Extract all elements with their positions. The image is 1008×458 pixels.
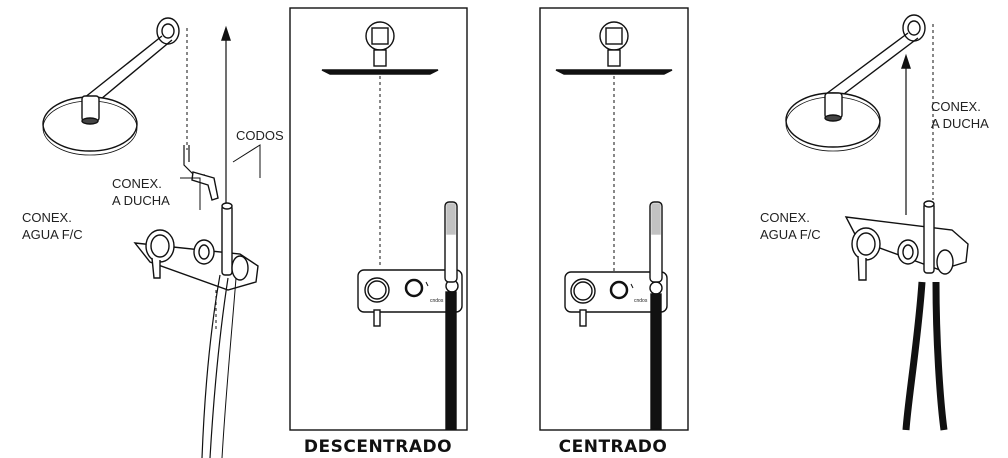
descentrado-brand: cndos bbox=[430, 298, 444, 304]
descentrado-hose bbox=[445, 291, 457, 430]
centrado-rain-head bbox=[555, 69, 673, 75]
left-wall-flange bbox=[156, 17, 180, 45]
right-shower-arm bbox=[825, 32, 919, 101]
right-label-conex-agua-line1: CONEX. bbox=[760, 210, 810, 225]
right-wall-flange bbox=[902, 14, 926, 42]
caption-centrado: CENTRADO bbox=[559, 437, 668, 457]
label-conex-ducha-line1: CONEX. bbox=[112, 176, 162, 191]
right-label-conex-ducha-line1: CONEX. bbox=[931, 99, 981, 114]
label-conex-agua-line1: CONEX. bbox=[22, 210, 72, 225]
centrado-hand-shower bbox=[649, 201, 663, 283]
panel-centrado bbox=[539, 7, 689, 431]
right-label-conex-agua-line2: AGUA F/C bbox=[760, 227, 821, 242]
left-outlet-elbow bbox=[231, 255, 249, 281]
descentrado-rain-head bbox=[321, 69, 439, 75]
right-lever bbox=[857, 255, 867, 281]
centrado-lever bbox=[579, 309, 587, 327]
centrado-outlet bbox=[649, 281, 663, 295]
left-head-connector bbox=[81, 95, 100, 122]
left-shower-arm bbox=[83, 35, 173, 105]
left-lever bbox=[151, 257, 161, 279]
descentrado-lever bbox=[373, 309, 381, 327]
right-shower-figure bbox=[785, 14, 969, 431]
centrado-frame bbox=[539, 7, 689, 431]
centrado-diverter bbox=[609, 280, 629, 300]
right-outlet-elbow bbox=[936, 249, 954, 275]
descentrado-diverter bbox=[404, 278, 424, 298]
centrado-brand: cndos bbox=[634, 298, 648, 304]
descentrado-hand-shower bbox=[444, 201, 458, 283]
right-head-connector bbox=[824, 92, 843, 119]
centrado-hose bbox=[650, 293, 662, 430]
left-shower-figure bbox=[42, 17, 261, 458]
panel-descentrado bbox=[289, 7, 468, 431]
label-codos: CODOS bbox=[236, 128, 284, 143]
caption-descentrado: DESCENTRADO bbox=[304, 437, 452, 457]
left-hose bbox=[201, 274, 221, 458]
codos-leader bbox=[232, 144, 261, 178]
right-hose bbox=[902, 281, 926, 431]
label-conex-ducha-line2: A DUCHA bbox=[112, 193, 170, 208]
elbow-fitting bbox=[191, 171, 219, 201]
left-hand-shower bbox=[221, 204, 233, 276]
label-conex-agua-line2: AGUA F/C bbox=[22, 227, 83, 242]
conex-ducha-leader bbox=[180, 177, 201, 210]
descentrado-frame bbox=[289, 7, 468, 431]
right-label-conex-ducha-line2: A DUCHA bbox=[931, 116, 989, 131]
right-hand-shower bbox=[923, 202, 935, 274]
